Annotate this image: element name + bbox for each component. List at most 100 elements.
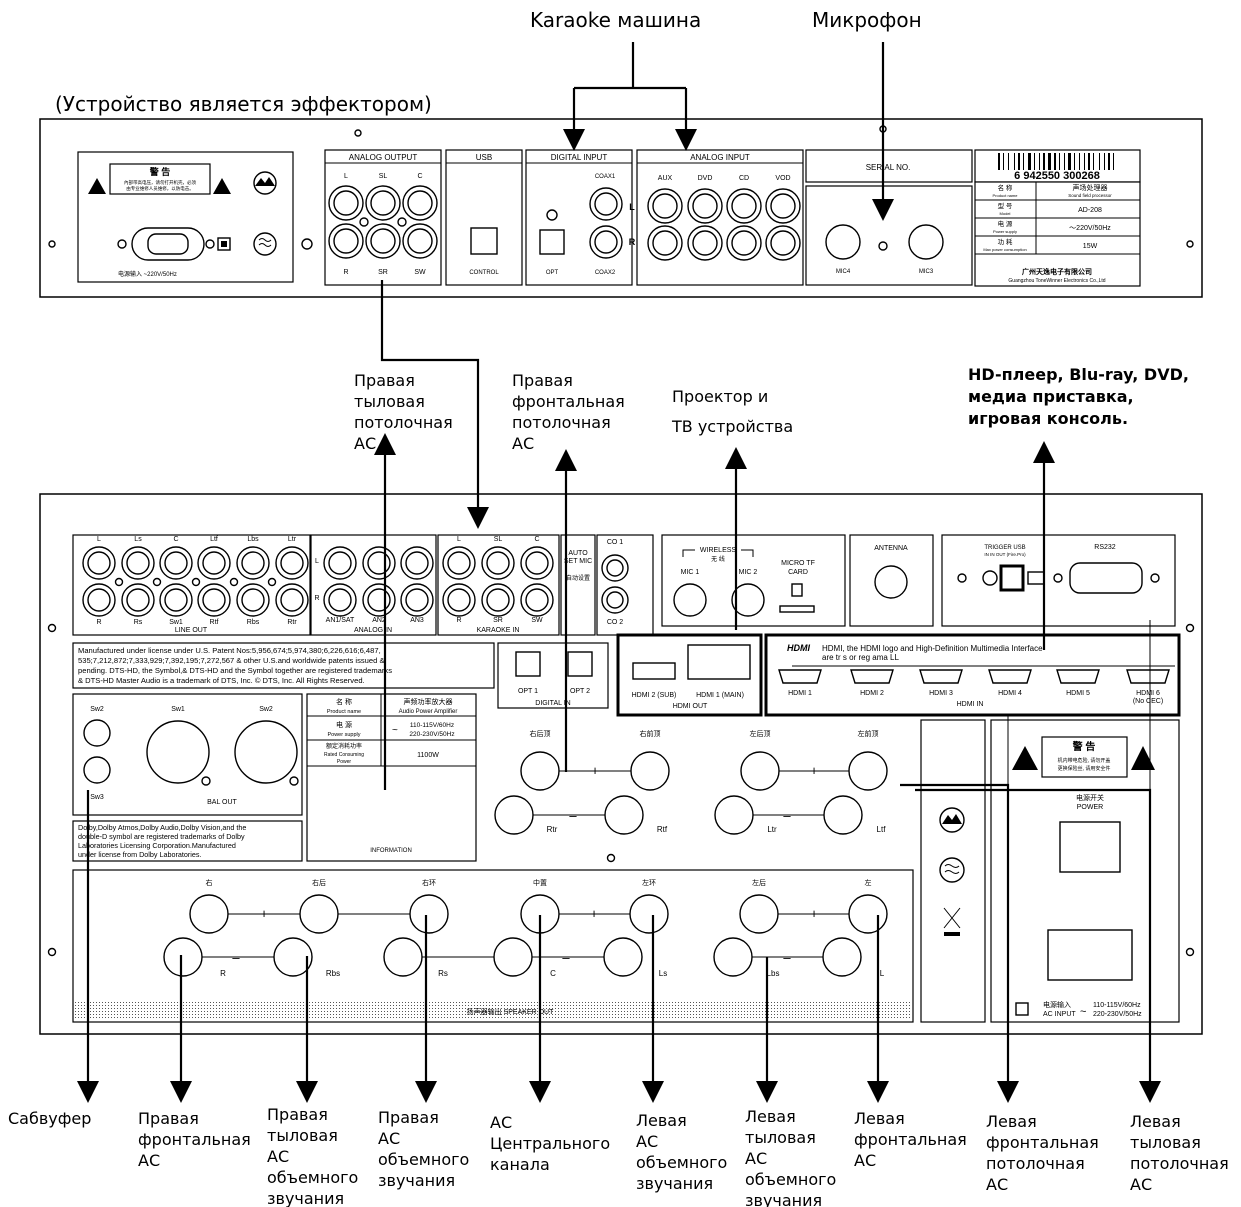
weee-icon — [943, 907, 961, 929]
warning-triangle-icon — [1131, 746, 1155, 770]
tilde: ~ — [392, 725, 398, 736]
line-out-jack-bottom-inner — [280, 588, 304, 612]
sw1-label: Sw1 — [171, 706, 185, 713]
ai-label: AUX — [658, 175, 673, 182]
sources-label-1: HD-плеер, Blu-ray, DVD, — [968, 365, 1189, 384]
ao-bottom-label: SR — [378, 269, 388, 276]
info-rated-zh: 额定消耗功率 — [326, 742, 362, 750]
speaker-en-label: C — [550, 969, 556, 978]
company-zh: 广州天逸电子有限公司 — [1022, 267, 1092, 276]
dts-license-line: 535;7,212,872;7,333,929;7,392,195;7,272,… — [78, 656, 385, 665]
auto-set-mic-label-2: SET MIC — [564, 558, 592, 565]
hdmi-in-label: HDMI 2 — [860, 690, 884, 697]
analog-in-jack-inner — [367, 551, 391, 575]
barcode-bar — [1028, 153, 1031, 170]
speaker-en-label: Rbs — [326, 969, 340, 978]
ai-label: VOD — [775, 175, 790, 182]
line-out-bottom-label: Rbs — [247, 619, 260, 626]
dolby-line: Laboratories Licensing Corporation.Manuf… — [78, 841, 236, 850]
hdmi-in-label: HDMI 6 — [1136, 690, 1160, 697]
fuse-core — [221, 241, 227, 247]
speaker-terminal-red — [629, 894, 669, 934]
minus-sign: – — [232, 950, 240, 965]
speaker-terminal-black — [603, 937, 643, 977]
info-name-val: 声频功率放大器 — [404, 697, 453, 706]
speaker-terminal-black — [383, 937, 423, 977]
opt2-port — [567, 651, 593, 677]
mount-hole — [47, 947, 57, 957]
projector-label-2: ТВ устройства — [672, 417, 794, 436]
ac-input-zh: 电源输入 — [1043, 1000, 1071, 1009]
screw — [397, 217, 407, 227]
karaoke-top-label: L — [457, 536, 461, 543]
trigger-sub: IN IN OUT (Fire.Pro) — [984, 552, 1026, 557]
line-out-jack-bottom-inner — [202, 588, 226, 612]
speaker-terminal-black — [713, 937, 753, 977]
info-row-en: Power supply — [993, 229, 1017, 234]
iec-inlet-core — [147, 233, 189, 255]
hdmi-trademark-1: HDMI, the HDMI logo and High-Definition … — [822, 644, 1043, 653]
info-power-val-1: 110-115V/60Hz — [410, 722, 454, 729]
mount-hole — [1185, 623, 1195, 633]
speaker-zh-label: 右后 — [312, 878, 326, 887]
height-terminal-black — [494, 795, 534, 835]
wireless-mic1-jack — [673, 583, 707, 617]
screw — [957, 573, 967, 583]
screw — [201, 776, 211, 786]
coax1-jack-inner — [594, 192, 618, 216]
info-row-zh: 功 耗 — [998, 238, 1013, 246]
ao-jack-top-inner — [370, 190, 396, 216]
info-row-en: Model — [1000, 211, 1011, 216]
karaoke-top-label: C — [534, 536, 539, 543]
ai-r-label: R — [629, 237, 636, 247]
tf-slot — [779, 605, 815, 613]
height-terminal-black — [604, 795, 644, 835]
height-terminal-red — [740, 751, 780, 791]
speaker-terminal-red — [189, 894, 229, 934]
sw2-label: Sw2 — [90, 706, 104, 713]
screw — [117, 239, 127, 249]
screw — [229, 577, 239, 587]
barcode-bar — [1093, 153, 1094, 170]
mic3-jack — [908, 224, 944, 260]
speaker-destination-label: Левая фронтальная потолочная АС — [986, 1112, 1099, 1194]
ai-jack-l-inner — [731, 193, 757, 219]
mic4-jack — [825, 224, 861, 260]
analog-in-l: L — [315, 558, 319, 565]
sw3-xlr — [83, 756, 111, 784]
line-out-jack-top-inner — [126, 551, 150, 575]
plus-sign: + — [810, 763, 818, 778]
warning-text: 由专业维修人员维修，以防电击。 — [126, 185, 194, 192]
dolby-line: Dolby,Dolby Atmos,Dolby Audio,Dolby Visi… — [78, 823, 246, 832]
info-row-val: 15W — [1083, 243, 1098, 250]
height-terminal-red — [630, 751, 670, 791]
height-en-label: Ltr — [767, 825, 777, 834]
barcode-bar — [1043, 153, 1045, 170]
opt1-label: OPT 1 — [518, 688, 538, 695]
ao-jack-bottom-inner — [370, 228, 396, 254]
power-input-label: 电源输入 ~220V/50Hz — [118, 270, 177, 278]
minus-sign: – — [569, 808, 577, 823]
speaker-terminal-black — [493, 937, 533, 977]
power-switch — [1059, 821, 1121, 873]
wave-icon — [944, 864, 960, 874]
ai-jack-r-inner — [692, 230, 718, 256]
info-power-en: Power supply — [327, 732, 360, 738]
opt2-label: OPT 2 — [570, 688, 590, 695]
coax-section — [596, 534, 654, 636]
digital-input-title: DIGITAL INPUT — [551, 153, 608, 162]
wireless-zh: 无 线 — [711, 555, 725, 563]
info-rated-val: 1100W — [417, 752, 439, 759]
fuse — [1015, 1002, 1029, 1016]
screw — [267, 577, 277, 587]
speaker-en-label: R — [220, 969, 226, 978]
speaker-out-stripe — [75, 1002, 911, 1020]
barcode-bar — [1014, 153, 1015, 170]
line-out-bottom-label: Rtr — [287, 619, 297, 626]
warning-triangle-icon — [213, 178, 231, 194]
warning-text: 內部带高电压，请勿打开机壳，必须 — [124, 179, 196, 186]
line-out-bottom-label: R — [96, 619, 101, 626]
sw1-xlr — [146, 720, 210, 784]
speaker-zh-label: 右 — [206, 878, 213, 887]
